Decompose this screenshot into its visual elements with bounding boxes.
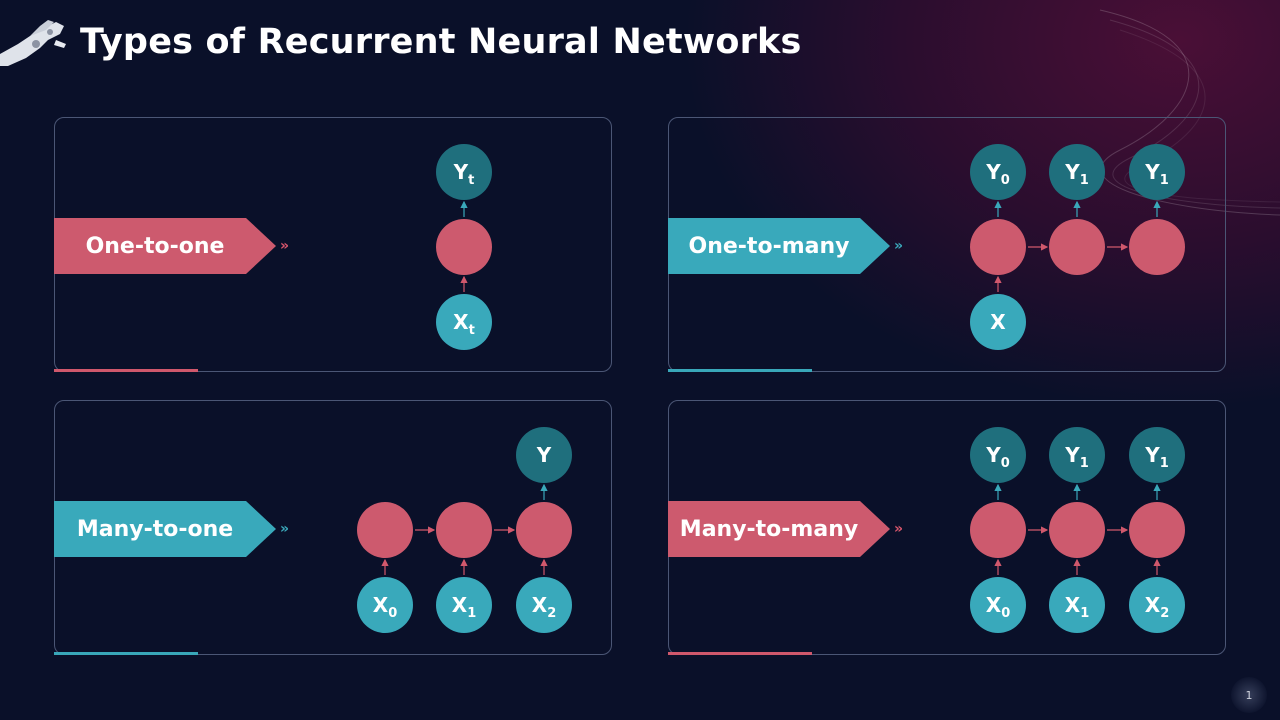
input-node	[970, 577, 1026, 633]
output-node	[1049, 144, 1105, 200]
output-node	[970, 144, 1026, 200]
output-node-label: Y1	[1144, 443, 1169, 471]
hidden-node	[1049, 502, 1105, 558]
chevron-right-icon: »	[894, 521, 904, 537]
input-node-label: X1	[1065, 593, 1089, 621]
input-node-label: X0	[986, 593, 1010, 621]
input-node	[436, 577, 492, 633]
page-title: Types of Recurrent Neural Networks	[80, 22, 802, 62]
output-node-label: Yt	[453, 160, 475, 188]
input-node	[357, 577, 413, 633]
hidden-node	[436, 219, 492, 275]
robot-hand-logo	[0, 20, 66, 66]
output-node-label: Y1	[1144, 160, 1169, 188]
hidden-node	[1129, 502, 1185, 558]
chevron-right-icon: »	[894, 238, 904, 254]
panel-accent-line	[668, 369, 812, 372]
output-node	[1129, 144, 1185, 200]
output-node-label: Y0	[985, 160, 1010, 188]
hidden-node	[1129, 219, 1185, 275]
output-node-label: Y0	[985, 443, 1010, 471]
output-node-label: Y1	[1064, 443, 1089, 471]
chevron-right-icon: »	[280, 238, 290, 254]
chevron-right-icon: »	[280, 521, 290, 537]
hidden-node	[970, 502, 1026, 558]
output-node	[436, 144, 492, 200]
hidden-node	[970, 219, 1026, 275]
input-node-label: Xt	[453, 310, 475, 338]
input-node-label: X2	[532, 593, 556, 621]
input-node	[1129, 577, 1185, 633]
hidden-node	[1049, 219, 1105, 275]
hidden-node	[357, 502, 413, 558]
panel-accent-line	[54, 652, 198, 655]
panel-accent-line	[668, 652, 812, 655]
input-node-label: X	[990, 310, 1006, 334]
output-node	[970, 427, 1026, 483]
label-many-to-many: Many-to-many	[668, 501, 890, 557]
hidden-node	[436, 502, 492, 558]
panel-accent-line	[54, 369, 198, 372]
input-node-label: X1	[452, 593, 476, 621]
input-node-label: X0	[373, 593, 397, 621]
hidden-node	[516, 502, 572, 558]
output-node-label: Y	[536, 443, 552, 467]
input-node	[970, 294, 1026, 350]
output-node	[516, 427, 572, 483]
input-node	[1049, 577, 1105, 633]
output-node	[1129, 427, 1185, 483]
output-node	[1049, 427, 1105, 483]
input-node-label: X2	[1145, 593, 1169, 621]
label-one-to-one: One-to-one	[54, 218, 276, 274]
input-node	[516, 577, 572, 633]
input-node	[436, 294, 492, 350]
label-one-to-many: One-to-many	[668, 218, 890, 274]
page-number: 1	[1231, 677, 1267, 713]
output-node-label: Y1	[1064, 160, 1089, 188]
label-many-to-one: Many-to-one	[54, 501, 276, 557]
